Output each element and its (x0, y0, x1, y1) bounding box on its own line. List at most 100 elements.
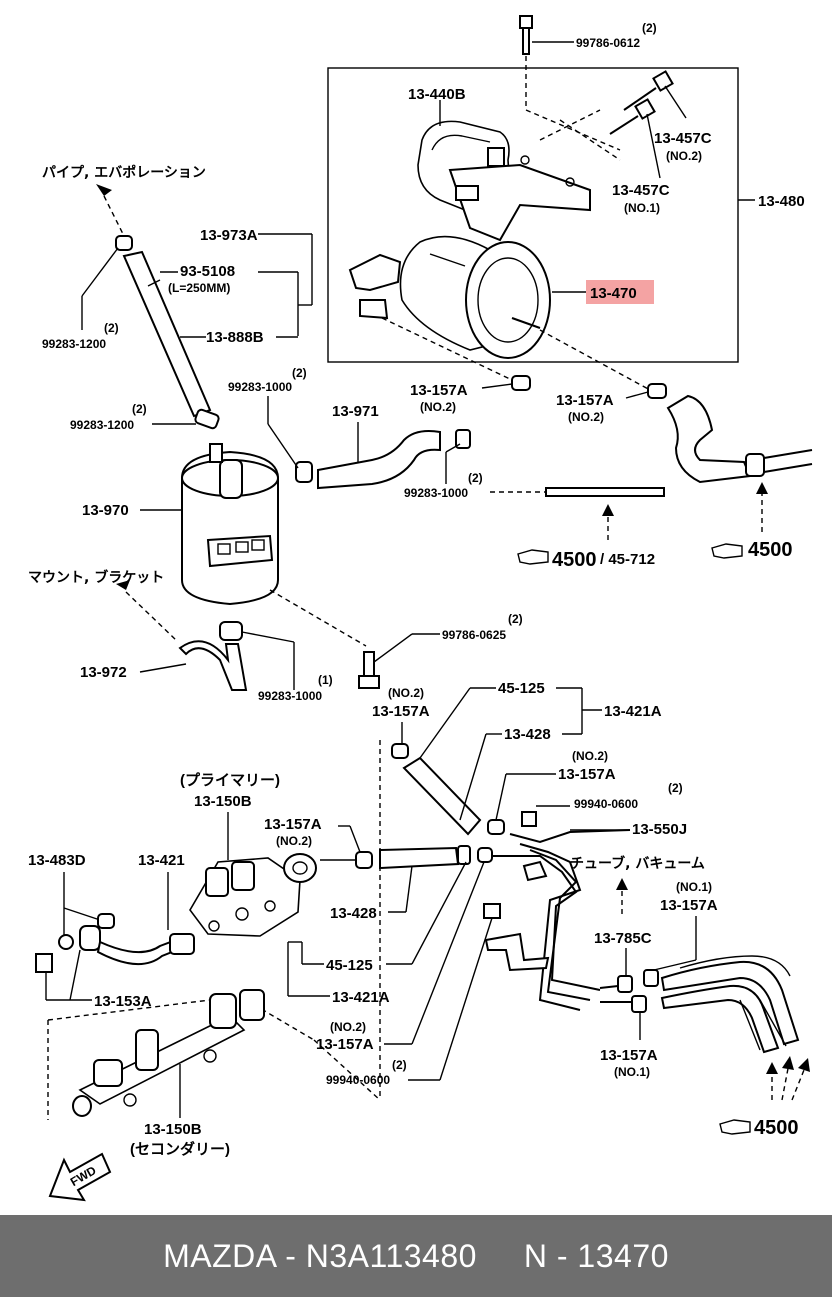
label-part-13-457c-a: 13-457C (654, 130, 712, 147)
label-part-99283-1000: 99283-1000 (228, 380, 292, 394)
label-pipe-evaporation: パイプ, エバポレーション (42, 164, 206, 181)
label-qty: (2) (668, 781, 683, 795)
label-part-13-483d: 13-483D (28, 852, 86, 869)
label-part-13-150b: 13-150B (144, 1121, 202, 1138)
label-part-13-440b: 13-440B (408, 86, 466, 103)
label-no2: (NO.2) (568, 410, 604, 424)
label-mount-bracket: マウント, ブラケット (28, 569, 164, 586)
label-qty: (2) (132, 402, 147, 416)
clip-13-785c (617, 975, 633, 993)
hoses-right-lower (660, 955, 800, 1054)
clip-13-157a (631, 995, 647, 1013)
label-part-13-157a: 13-157A (316, 1036, 374, 1053)
label-part-13-157a: 13-157A (660, 897, 718, 914)
label-part-99786-0612: 99786-0612 (576, 36, 640, 50)
fuel-filter-13-470 (348, 235, 551, 359)
label-part-45-125: 45-125 (498, 680, 545, 697)
canister-13-970 (181, 443, 279, 606)
hand-pointer-icon (719, 1119, 751, 1135)
label-part-13-150b: 13-150B (194, 793, 252, 810)
label-part-13-157a: 13-157A (556, 392, 614, 409)
label-part-13-970: 13-970 (82, 502, 129, 519)
label-part-13-470: 13-470 (590, 285, 637, 302)
label-tube-vacuum: チューブ, バキューム (570, 855, 705, 872)
label-no2: (NO.2) (666, 149, 702, 163)
hose-13-972 (178, 621, 248, 691)
label-secondary: (セコンダリー) (130, 1140, 230, 1158)
bracket-13-440b (417, 109, 621, 242)
clip-13-157a (643, 969, 659, 987)
label-part-13-157a: 13-157A (558, 766, 616, 783)
highlight-13-470 (586, 280, 654, 304)
label-ref-4500: 4500 (754, 1117, 799, 1139)
clip-13-157a (511, 375, 531, 391)
label-part-99940-0600: 99940-0600 (326, 1073, 390, 1087)
label-ref-45-712: / 45-712 (600, 551, 655, 568)
label-part-93-5108: 93-5108 (180, 263, 235, 280)
label-part-99283-1000: 99283-1000 (404, 486, 468, 500)
label-qty: (1) (318, 673, 333, 687)
label-part-13-157a: 13-157A (600, 1047, 658, 1064)
label-part-13-421a: 13-421A (332, 989, 390, 1006)
label-part-99283-1000: 99283-1000 (258, 689, 322, 703)
label-part-13-428: 13-428 (330, 905, 377, 922)
label-part-13-157a: 13-157A (410, 382, 468, 399)
label-qty: (2) (642, 21, 657, 35)
label-part-13-153a: 13-153A (94, 993, 152, 1010)
label-primary: (プライマリー) (180, 772, 280, 789)
label-no2: (NO.2) (572, 749, 608, 763)
bolt-13-457c-no1 (609, 98, 661, 179)
clip-13-157a (487, 819, 505, 835)
label-qty: (2) (292, 366, 307, 380)
label-part-13-457c-b: 13-457C (612, 182, 670, 199)
pipe-13-421 (35, 913, 195, 973)
label-part-13-157a: 13-157A (264, 816, 322, 833)
bracket-small (484, 932, 550, 972)
nut-99940-0600 (483, 903, 501, 919)
injector-13-150b-secondary (72, 989, 265, 1117)
label-part-13-888b: 13-888B (206, 329, 264, 346)
clip-13-157a (647, 383, 667, 399)
label-no2: (NO.2) (420, 400, 456, 414)
hose-right-upper (666, 394, 813, 484)
hose-13-971 (295, 429, 471, 490)
nut-99940-0600 (521, 811, 537, 827)
assembly-box-13-480 (327, 67, 739, 363)
bolt-13-457c-no2 (623, 70, 687, 119)
label-qty: (2) (392, 1058, 407, 1072)
hand-pointer-icon (711, 543, 743, 559)
hose-45-125-lower (320, 845, 493, 870)
label-part-99283-1200: 99283-1200 (70, 418, 134, 432)
label-no2: (NO.2) (276, 834, 312, 848)
bolt-99786-0612 (519, 15, 574, 110)
label-part-99283-1200: 99283-1200 (42, 337, 106, 351)
tube-45-712 (545, 487, 665, 497)
hand-pointer-icon (517, 549, 549, 565)
label-part-13-421a: 13-421A (604, 703, 662, 720)
bolt-99786-0625 (358, 651, 380, 689)
label-part-13-973a: 13-973A (200, 227, 258, 244)
injector-13-150b-primary (189, 853, 317, 937)
label-no2: (NO.2) (388, 686, 424, 700)
label-no1: (NO.1) (624, 201, 660, 215)
label-part-13-785c: 13-785C (594, 930, 652, 947)
clip-13-157a (391, 743, 409, 759)
label-qty: (2) (104, 321, 119, 335)
fwd-arrow-icon: FWD (48, 1152, 112, 1202)
label-part-13-428: 13-428 (504, 726, 551, 743)
label-qty: (2) (508, 612, 523, 626)
caption-text: MAZDA - N3A113480 N - 13470 (163, 1237, 669, 1274)
vacuum-tube-13-550j (488, 829, 631, 1011)
label-part-13-971: 13-971 (332, 403, 379, 420)
label-no1: (NO.1) (614, 1065, 650, 1079)
label-part-99940-0600: 99940-0600 (574, 797, 638, 811)
parts-diagram: (2) 99786-0612 13-480 13-440B 13-457C (N… (28, 15, 813, 1202)
label-length: (L=250MM) (168, 281, 230, 295)
caption-bar: MAZDA - N3A113480 N - 13470 (0, 1215, 832, 1297)
label-no1: (NO.1) (676, 880, 712, 894)
pipe-13-973a (115, 235, 220, 430)
label-part-13-972: 13-972 (80, 664, 127, 681)
label-no2: (NO.2) (330, 1020, 366, 1034)
label-ref-4500: 4500 (552, 549, 597, 571)
label-part-13-480: 13-480 (758, 193, 805, 210)
